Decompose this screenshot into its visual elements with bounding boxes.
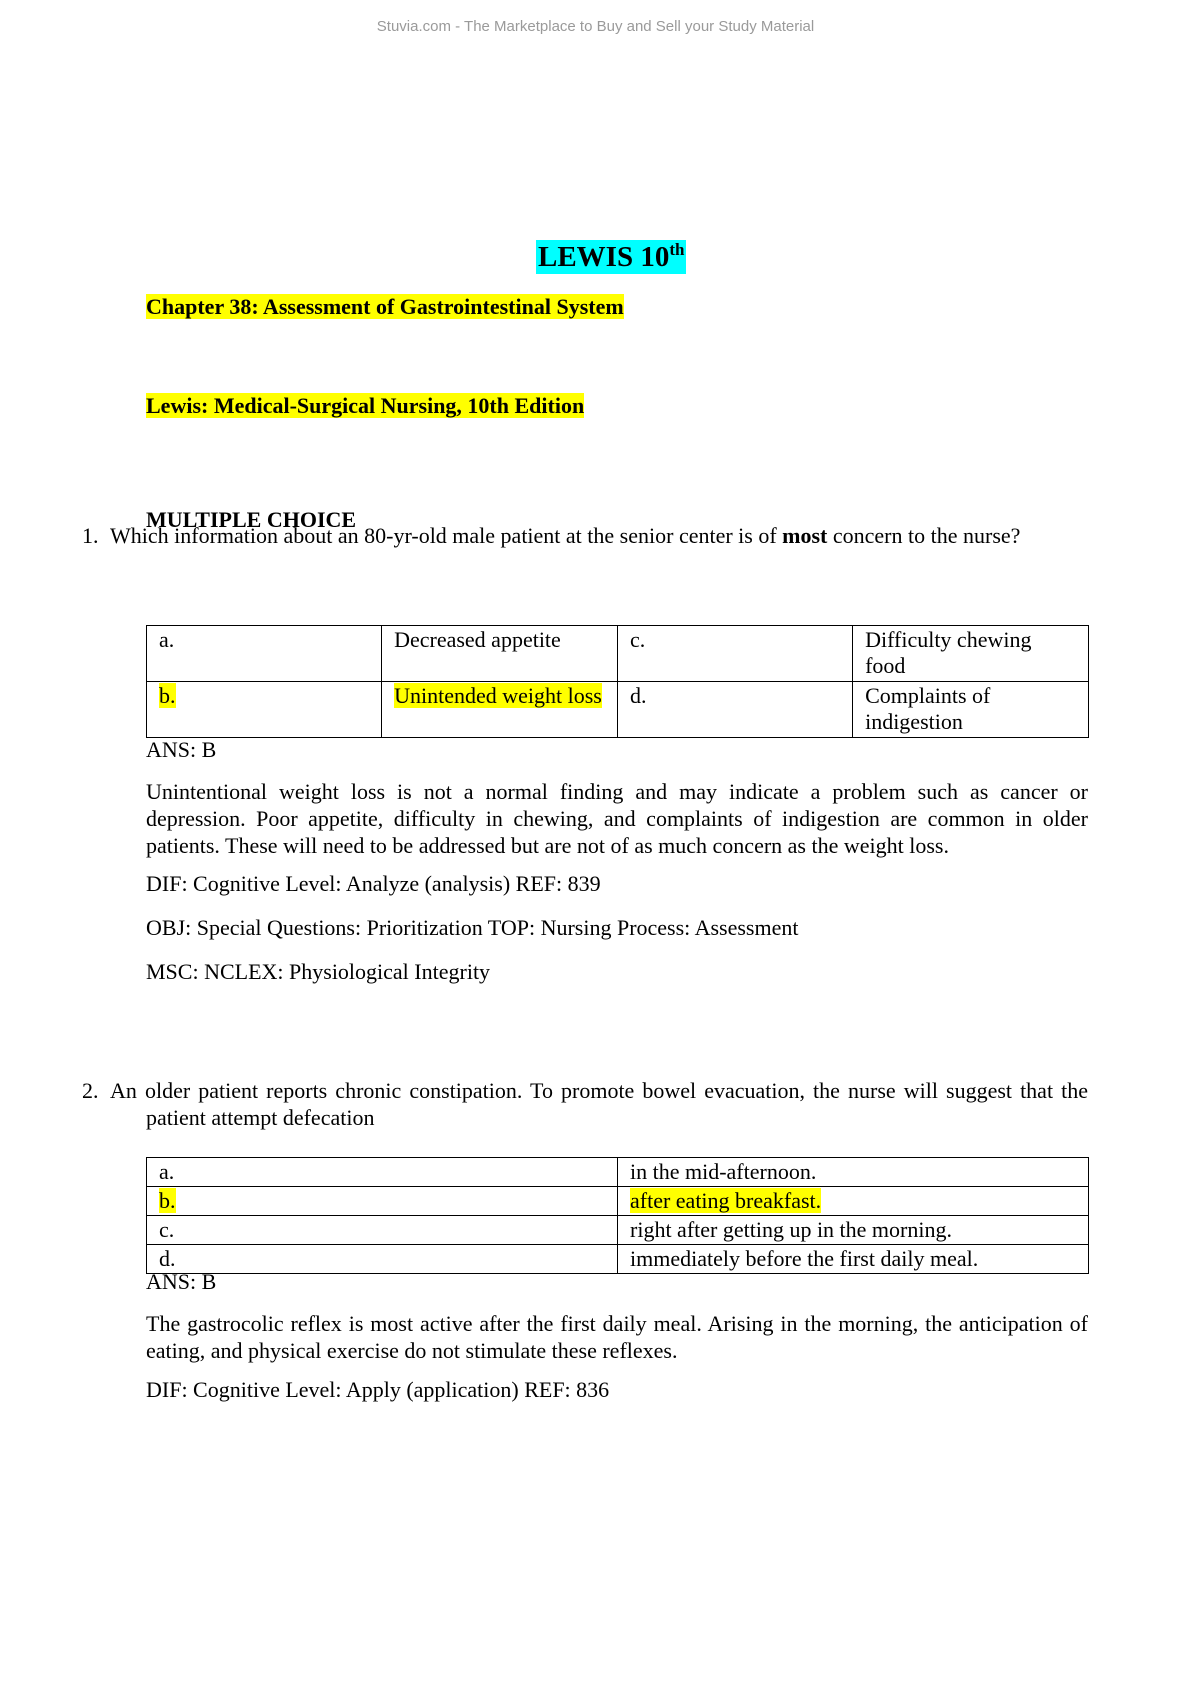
option-c-text[interactable]: Difficulty chewing food	[852, 625, 1089, 682]
question-1-options-table: a. Decreased appetite c. Difficulty chew…	[145, 625, 1089, 738]
option-c-letter[interactable]: c.	[146, 1215, 618, 1245]
option-b-text[interactable]: after eating breakfast.	[617, 1186, 1089, 1216]
question-2-dif: DIF: Cognitive Level: Apply (application…	[146, 1377, 610, 1402]
question-1: 1. Which information about an 80-yr-old …	[82, 522, 1088, 549]
question-2-answer: ANS: B	[146, 1269, 217, 1294]
question-1-obj: OBJ: Special Questions: Prioritization T…	[146, 915, 799, 940]
question-2: 2. An older patient reports chronic cons…	[82, 1077, 1088, 1131]
question-1-rationale: Unintentional weight loss is not a norma…	[146, 779, 1088, 858]
watermark: Stuvia.com - The Marketplace to Buy and …	[376, 18, 815, 35]
table-row: a. in the mid-afternoon.	[146, 1157, 1089, 1187]
option-b-answer-text: after eating breakfast.	[630, 1188, 822, 1213]
chapter-heading: Chapter 38: Assessment of Gastrointestin…	[146, 294, 624, 320]
question-1-text-part: Which information about an 80-yr-old mal…	[110, 523, 783, 548]
question-1-number: 1.	[82, 523, 99, 548]
option-d-text[interactable]: immediately before the first daily meal.	[617, 1244, 1089, 1274]
question-2-rationale: The gastrocolic reflex is most active af…	[146, 1311, 1088, 1363]
table-row: b. after eating breakfast.	[146, 1186, 1089, 1216]
table-row: c. right after getting up in the morning…	[146, 1215, 1089, 1245]
question-1-emphasis: most	[782, 523, 828, 548]
option-b-letter-text: b.	[159, 1188, 176, 1213]
book-title-text: Lewis: Medical-Surgical Nursing, 10th Ed…	[146, 393, 585, 418]
option-b-letter[interactable]: b.	[145, 681, 383, 738]
table-row: d. immediately before the first daily me…	[146, 1244, 1089, 1274]
section-heading: MULTIPLE CHOICE	[146, 507, 357, 532]
option-b-answer-text: Unintended weight loss	[394, 683, 602, 708]
option-a-letter[interactable]: a.	[145, 625, 383, 682]
question-2-options-table: a. in the mid-afternoon. b. after eating…	[146, 1157, 1089, 1274]
option-b-letter-text: b.	[159, 683, 176, 708]
page-title: LEWIS 10th	[536, 240, 687, 274]
page-title-text: LEWIS 10	[538, 241, 670, 273]
table-row: a. Decreased appetite c. Difficulty chew…	[145, 625, 1089, 682]
chapter-heading-text: Chapter 38: Assessment of Gastrointestin…	[146, 294, 624, 319]
question-1-msc: MSC: NCLEX: Physiological Integrity	[146, 959, 491, 984]
option-d-letter[interactable]: d.	[146, 1244, 618, 1274]
option-b-letter[interactable]: b.	[146, 1186, 618, 1216]
book-title: Lewis: Medical-Surgical Nursing, 10th Ed…	[146, 393, 585, 419]
question-2-number: 2.	[82, 1078, 99, 1103]
question-1-text-part: concern to the nurse?	[827, 523, 1021, 548]
question-1-text: Which information about an 80-yr-old mal…	[82, 522, 1088, 549]
table-row: b. Unintended weight loss d. Complaints …	[145, 681, 1089, 738]
option-a-text[interactable]: in the mid-afternoon.	[617, 1157, 1089, 1187]
question-2-text: An older patient reports chronic constip…	[110, 1078, 1088, 1130]
option-d-text[interactable]: Complaints of indigestion	[852, 681, 1089, 738]
option-c-text[interactable]: right after getting up in the morning.	[617, 1215, 1089, 1245]
page-title-superscript: th	[669, 240, 685, 259]
option-d-letter[interactable]: d.	[616, 681, 854, 738]
question-1-answer: ANS: B	[146, 737, 217, 762]
option-a-text[interactable]: Decreased appetite	[381, 625, 618, 682]
option-b-text[interactable]: Unintended weight loss	[381, 681, 618, 738]
question-1-dif: DIF: Cognitive Level: Analyze (analysis)…	[146, 871, 601, 896]
option-c-letter[interactable]: c.	[616, 625, 854, 682]
option-a-letter[interactable]: a.	[146, 1157, 618, 1187]
